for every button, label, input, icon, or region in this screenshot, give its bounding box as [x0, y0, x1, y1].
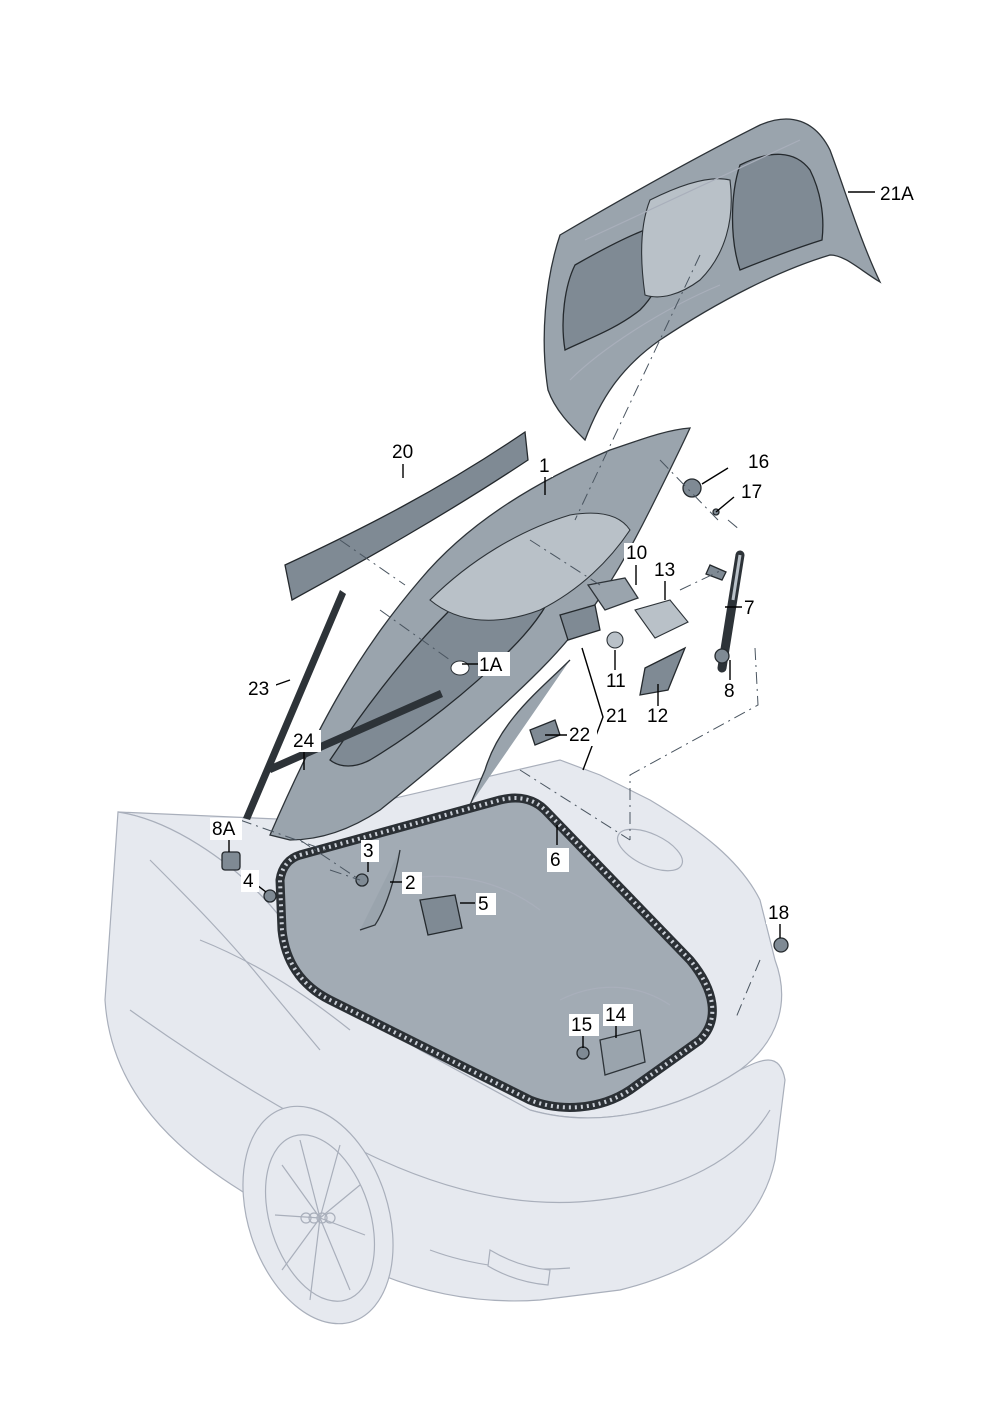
callout-21A: 21A — [880, 184, 914, 205]
callout-12: 12 — [647, 706, 668, 727]
callout-18: 18 — [768, 903, 789, 924]
callout-14: 14 — [605, 1005, 627, 1026]
callout-16: 16 — [748, 452, 769, 473]
callout-24: 24 — [293, 731, 315, 752]
callout-7: 7 — [744, 598, 755, 619]
callout-1A: 1A — [479, 655, 503, 676]
trim-panel — [543, 118, 882, 442]
four-rings-logo — [300, 1212, 336, 1224]
callout-10: 10 — [626, 543, 647, 564]
rear-wheel — [242, 1105, 394, 1325]
spoiler — [284, 430, 529, 601]
callout-3: 3 — [363, 841, 374, 862]
callout-23: 23 — [248, 679, 269, 700]
callout-2: 2 — [405, 873, 416, 894]
assembly-lines — [239, 254, 761, 1021]
callout-5: 5 — [478, 894, 489, 915]
callout-22: 22 — [569, 725, 590, 746]
strip-23 — [243, 590, 346, 820]
callout-4: 4 — [243, 871, 254, 892]
callout-6: 6 — [550, 850, 561, 871]
callout-1: 1 — [539, 456, 550, 477]
callout-21: 21 — [606, 706, 627, 727]
callout-8: 8 — [724, 681, 735, 702]
trunk-seal — [275, 793, 717, 1112]
callout-8A: 8A — [212, 819, 236, 840]
callout-13: 13 — [654, 560, 675, 581]
callout-labels: 21A 20 1 16 17 10 13 7 1A 11 8 12 21 22 … — [210, 180, 922, 1036]
callout-11: 11 — [606, 671, 626, 692]
callout-17: 17 — [741, 482, 762, 503]
callout-15: 15 — [571, 1015, 592, 1036]
callout-20: 20 — [392, 442, 413, 463]
small-parts — [221, 478, 789, 1076]
strip-24 — [268, 690, 443, 773]
